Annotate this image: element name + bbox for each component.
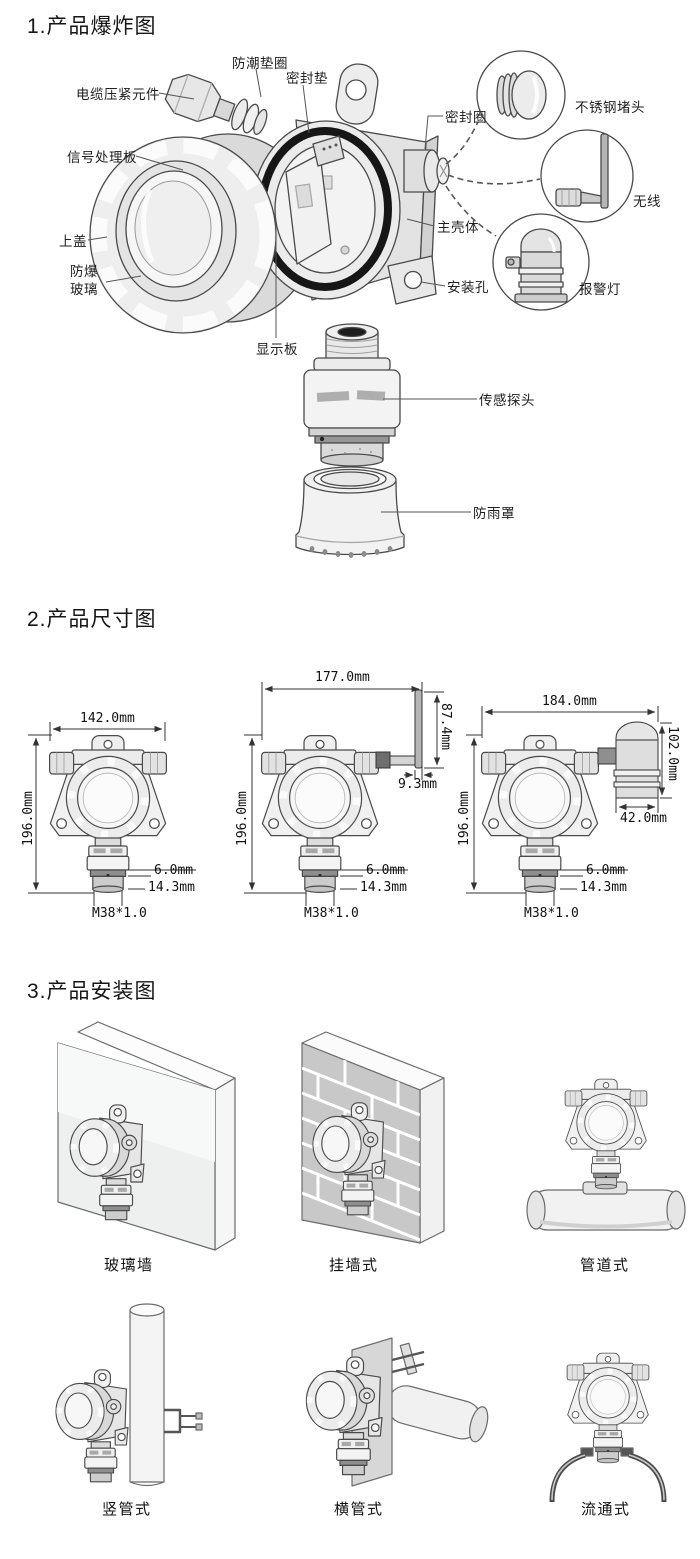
callout-alarm-light	[492, 213, 590, 311]
dim-ring-standard: 6.0mm	[154, 863, 194, 878]
dim-ring-alarm: 6.0mm	[586, 863, 626, 878]
section-title-exploded: 1.产品爆炸图	[27, 15, 157, 38]
figure-flow-through	[549, 1353, 667, 1503]
dim-height-standard: 196.0mm	[21, 791, 36, 846]
label-moisture-gasket: 防潮垫圈	[232, 56, 288, 71]
dim-top-width-wireless: 177.0mm	[315, 670, 370, 685]
label-signal-board: 信号处理板	[67, 150, 137, 165]
antenna-figure	[375, 689, 423, 769]
dims-alarm	[466, 706, 672, 906]
dimension-drawings-figure	[28, 682, 672, 906]
figure-vertical-pipe	[56, 1303, 203, 1487]
label-wireless: 无线	[633, 194, 661, 209]
dim-height-wireless: 196.0mm	[235, 791, 250, 846]
label-alarm-light: 报警灯	[579, 282, 621, 297]
sensor-probe-figure	[303, 323, 401, 467]
dim-top-width-standard: 142.0mm	[80, 711, 135, 726]
installation-figures	[56, 1021, 686, 1503]
dim-beacon-width: 42.0mm	[620, 811, 667, 826]
label-mounting-hole: 安装孔	[447, 280, 489, 295]
figure-glass-wall	[57, 1021, 236, 1251]
dim-cap-alarm: 14.3mm	[580, 880, 627, 895]
dim-beacon-height: 102.0mm	[665, 726, 680, 781]
dim-top-width-alarm: 184.0mm	[542, 694, 597, 709]
caption-horizontal-pipe: 横管式	[334, 1501, 384, 1518]
dim-cap-standard: 14.3mm	[148, 880, 195, 895]
caption-pipeline: 管道式	[580, 1257, 630, 1274]
callout-connectors	[445, 121, 541, 237]
label-stainless-plug: 不锈钢堵头	[575, 100, 645, 115]
label-seal-pad: 密封垫	[286, 71, 328, 86]
dim-antenna-width: 9.3mm	[398, 777, 438, 792]
label-main-housing: 主壳体	[437, 220, 479, 235]
dim-height-alarm: 196.0mm	[457, 791, 472, 846]
caption-vertical-pipe: 竖管式	[102, 1501, 152, 1518]
label-top-cover: 上盖	[59, 234, 87, 249]
dim-thread-standard: M38*1.0	[92, 906, 147, 921]
figure-wall-mount	[301, 1031, 445, 1244]
beacon-figure	[597, 721, 661, 799]
figure-pipeline	[526, 1079, 686, 1231]
label-cable-gland: 电缆压紧元件	[76, 87, 160, 102]
label-exproof-glass: 防爆玻璃	[70, 263, 98, 299]
label-leader-lines	[87, 68, 477, 513]
dim-antenna-height: 87.4mm	[438, 703, 453, 750]
dims-wireless	[244, 682, 444, 906]
label-seal-ring: 密封圈	[445, 110, 487, 125]
section-title-installation: 3.产品安装图	[27, 980, 157, 1003]
rain-cover-figure	[295, 466, 405, 558]
label-rain-cover: 防雨罩	[473, 506, 515, 521]
dims-standard	[28, 722, 196, 906]
label-display-board: 显示板	[256, 342, 298, 357]
callout-stainless-plug	[476, 50, 566, 140]
label-exproof-glass-line1: 防爆	[70, 264, 98, 279]
caption-glass-wall: 玻璃墙	[104, 1257, 154, 1274]
dim-thread-wireless: M38*1.0	[304, 906, 359, 921]
figure-horizontal-pipe	[306, 1337, 489, 1487]
section-title-dimensions: 2.产品尺寸图	[27, 608, 157, 631]
callout-wireless-antenna	[540, 129, 634, 223]
dim-cap-wireless: 14.3mm	[360, 880, 407, 895]
label-exproof-glass-line2: 玻璃	[70, 282, 98, 298]
label-sensor-probe: 传感探头	[479, 393, 535, 408]
dim-ring-wireless: 6.0mm	[366, 863, 406, 878]
caption-wall-mount: 挂墙式	[329, 1257, 379, 1274]
exploded-view-figure	[87, 50, 634, 558]
caption-flow-through: 流通式	[581, 1501, 631, 1518]
dim-thread-alarm: M38*1.0	[524, 906, 579, 921]
